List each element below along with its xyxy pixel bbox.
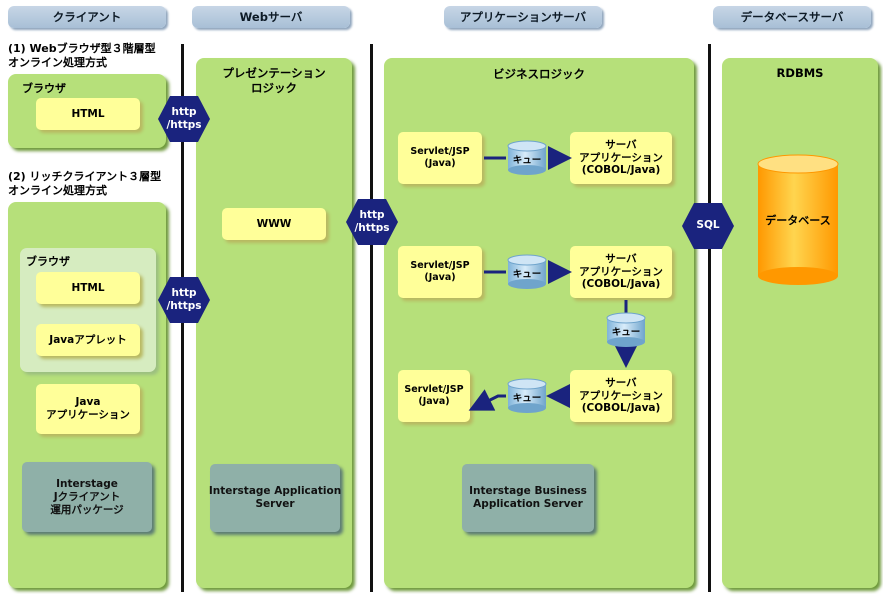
queue-label-1: キュー xyxy=(512,155,542,166)
presentation-logic-title: プレゼンテーション ロジック xyxy=(222,66,326,95)
arrow-queue4-servlet3 xyxy=(468,389,506,411)
interstage-jclient-box: Interstage Jクライアント 運用パッケージ xyxy=(22,462,152,532)
browser-label-2: ブラウザ xyxy=(26,255,70,268)
browser-label-1: ブラウザ xyxy=(22,82,66,95)
section1-title: (1) Webブラウザ型３階層型 オンライン処理方式 xyxy=(8,42,156,69)
queue-label-4: キュー xyxy=(512,393,542,404)
interstage-business-server-box: Interstage Business Application Server xyxy=(462,464,594,532)
http-connector-2 xyxy=(346,199,398,245)
servlet-jsp-box-2: Servlet/JSP (Java) xyxy=(398,246,482,298)
http-label-1: http /https xyxy=(166,106,202,131)
queue-cylinder-1 xyxy=(507,140,547,175)
java-applet-box: Javaアプレット xyxy=(36,324,140,356)
server-app-box-2: サーバ アプリケーション (COBOL/Java) xyxy=(570,246,672,298)
business-logic-title: ビジネスロジック xyxy=(493,67,585,81)
header-app-server: アプリケーションサーバ xyxy=(444,6,602,28)
server-app-box-3: サーバ アプリケーション (COBOL/Java) xyxy=(570,370,672,422)
interstage-app-server-box: Interstage Application Server xyxy=(209,464,341,532)
database-cylinder xyxy=(757,154,839,285)
rdbms-title: RDBMS xyxy=(776,66,824,80)
queue-label-2: キュー xyxy=(512,269,542,280)
header-client: クライアント xyxy=(8,6,166,28)
sql-label: SQL xyxy=(696,219,720,231)
database-label: データベース xyxy=(765,214,831,227)
queue-cylinder-4 xyxy=(507,378,547,413)
www-box: WWW xyxy=(222,208,326,240)
header-db-server: データベースサーバ xyxy=(713,6,871,28)
servlet-jsp-box-3: Servlet/JSP (Java) xyxy=(398,370,470,422)
http-label-2: http /https xyxy=(354,209,390,234)
header-web-server: Webサーバ xyxy=(192,6,350,28)
http-connector-3 xyxy=(158,277,210,323)
html-box-1: HTML xyxy=(36,98,140,130)
queue-label-3: キュー xyxy=(611,327,641,338)
java-application-box: Java アプリケーション xyxy=(36,384,140,434)
db-server-panel xyxy=(722,58,878,588)
queue-cylinder-3 xyxy=(606,312,646,347)
servlet-jsp-box-1: Servlet/JSP (Java) xyxy=(398,132,482,184)
divider-app-db xyxy=(708,44,711,592)
http-label-3: http /https xyxy=(166,287,202,312)
server-app-box-1: サーバ アプリケーション (COBOL/Java) xyxy=(570,132,672,184)
divider-web-app xyxy=(370,44,373,592)
html-box-2: HTML xyxy=(36,272,140,304)
section2-title: (2) リッチクライアント３層型 オンライン処理方式 xyxy=(8,170,162,197)
queue-cylinder-2 xyxy=(507,254,547,289)
sql-connector xyxy=(682,203,734,249)
http-connector-1 xyxy=(158,96,210,142)
